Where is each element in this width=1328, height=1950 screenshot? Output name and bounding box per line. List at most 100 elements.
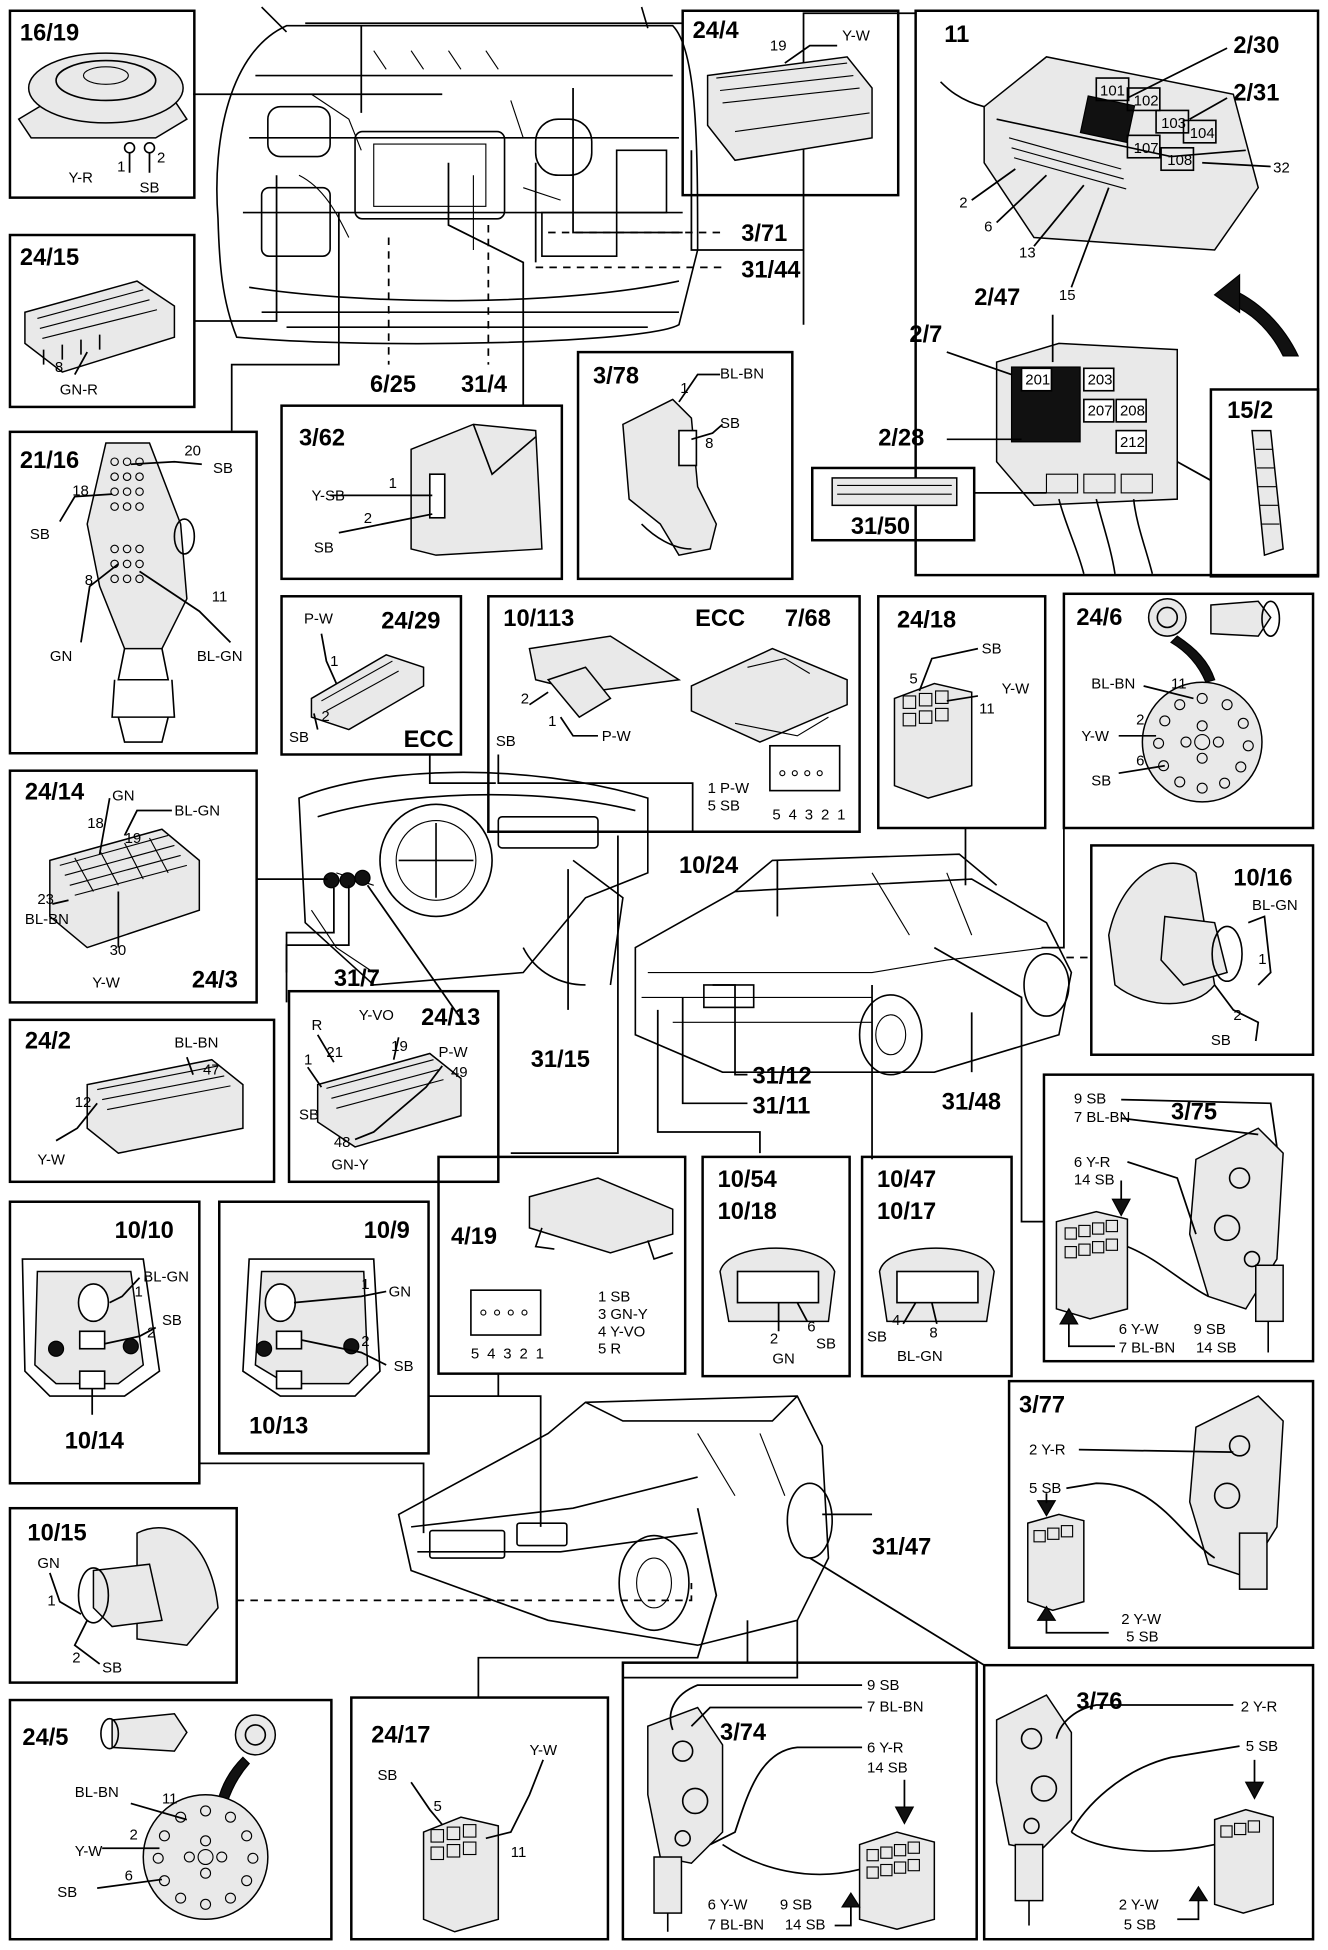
relay-label: 102: [1134, 92, 1159, 109]
callout-line: 9 SB: [1074, 1090, 1106, 1107]
callout-line: 2 Y-R: [1029, 1442, 1066, 1459]
wire-label: SB: [102, 1660, 122, 1677]
box-title: 16/19: [20, 21, 79, 47]
box-10-9: 10/9 10/13 1 GN 2 SB: [218, 1200, 430, 1455]
legend-line: 5 SB: [708, 798, 740, 815]
box-title: 10/113: [503, 606, 574, 632]
pin-number: 1: [837, 806, 845, 823]
ecc-tag: ECC: [404, 727, 454, 753]
pin-number: 3: [805, 806, 813, 823]
wire-label: SB: [720, 415, 740, 432]
ref-3-71: 3/71: [741, 221, 787, 247]
wire-label: BL-BN: [25, 911, 69, 928]
pin-label: 1: [117, 158, 125, 175]
pin-number: 5: [772, 806, 780, 823]
box-title-10-13: 10/13: [249, 1413, 308, 1439]
pin-label: 12: [75, 1094, 92, 1111]
box-title: 24/29: [381, 609, 440, 635]
wire-label: BL-BN: [75, 1784, 119, 1801]
wire-label: BL-GN: [174, 803, 220, 820]
pin-label: 1: [47, 1592, 55, 1609]
box-24-2: 24/2 BL-BN 47 12 Y-W: [8, 1018, 276, 1184]
wire-label: SB: [496, 733, 516, 750]
pin-label: 5: [434, 1798, 442, 1815]
pin-label: 8: [85, 572, 93, 589]
pin-label: 11: [979, 700, 995, 717]
pin-number: 4: [487, 1346, 495, 1363]
wire-label: GN: [37, 1555, 59, 1572]
ref-2-28: 2/28: [878, 426, 924, 452]
callout-line: 5 SB: [1124, 1916, 1156, 1933]
pin-label: 11: [511, 1844, 527, 1861]
box-24-4: 24/4 19 Y-W: [681, 9, 900, 197]
box-title: 4/19: [451, 1224, 497, 1250]
callout-line: 14 SB: [785, 1916, 826, 1933]
wire-label: Y-W: [1081, 728, 1110, 745]
pin-label: 2: [364, 510, 372, 527]
ref-31-12: 31/12: [752, 1063, 811, 1089]
pin-label: 47: [203, 1062, 220, 1079]
pin-number: 2: [821, 806, 829, 823]
pin-label: 2: [361, 1333, 369, 1350]
wire-label: Y-W: [842, 28, 871, 45]
wire-label: SB: [140, 180, 160, 197]
dashboard-illustration: [298, 771, 649, 986]
box-title-7-68: 7/68: [785, 606, 831, 632]
pin-label: 48: [334, 1134, 351, 1151]
ref-15-2: 15/2: [1227, 398, 1273, 424]
box-title: 24/13: [421, 1005, 480, 1031]
pin-label: 6: [1136, 753, 1144, 770]
pin-label: 2: [72, 1650, 80, 1667]
pin-label: 30: [110, 942, 127, 959]
box-3-75: 3/75 9 SB 7 BL-BN 6 Y-R 14 SB 6 Y-W 9 SB…: [1042, 1073, 1315, 1363]
pin-label: 19: [770, 38, 787, 55]
box-title: 24/18: [897, 607, 956, 633]
ref-2-47: 2/47: [974, 285, 1020, 311]
legend-line: 3 GN-Y: [598, 1306, 648, 1323]
wire-label: SB: [289, 729, 309, 746]
box-24-6: 24/6 BL-BN 11 2 Y-W 6 SB: [1062, 592, 1315, 830]
box-title-10-18: 10/18: [718, 1199, 777, 1225]
car-front-illustration: [397, 1395, 833, 1647]
wire-label: BL-GN: [1252, 897, 1298, 914]
legend-line: 1 P-W: [708, 780, 750, 797]
box-3-74: 3/74 9 SB 7 BL-BN 6 Y-R 14 SB 6 Y-W 9 SB…: [621, 1661, 978, 1941]
wire-label: P-W: [602, 728, 632, 745]
callout-line: 14 SB: [1074, 1171, 1115, 1188]
ref-31-7: 31/7: [334, 966, 380, 992]
box-title: 10/54: [718, 1167, 778, 1193]
box-title: 3/75: [1171, 1100, 1217, 1126]
ref-2-30: 2/30: [1233, 33, 1279, 59]
wire-label: SB: [867, 1328, 887, 1345]
box-title: 10/47: [877, 1167, 936, 1193]
box-title: 3/77: [1019, 1392, 1065, 1418]
box-10-47: 10/47 10/17 4 8 SB BL-GN: [860, 1155, 1013, 1378]
box-title: 24/15: [20, 245, 79, 271]
box-title: 11: [944, 22, 969, 48]
pin-label: 21: [326, 1044, 343, 1061]
box-title-10-14: 10/14: [65, 1428, 125, 1454]
box-3-76: 3/76 2 Y-R 5 SB 2 Y-W 5 SB: [982, 1663, 1315, 1941]
wire-label: GN: [112, 788, 134, 805]
relay-label: 201: [1025, 372, 1050, 389]
pin-label: 1: [548, 713, 556, 730]
wire-label: SB: [213, 460, 233, 477]
callout-line: 7 BL-BN: [1119, 1339, 1175, 1356]
relay-label: 212: [1120, 434, 1145, 451]
box-24-17: 24/17 SB 5 Y-W 11: [350, 1696, 610, 1941]
box-title: 24/5: [22, 1725, 68, 1751]
pin-label: 2: [130, 1827, 138, 1844]
wire-label: Y-VO: [359, 1007, 394, 1024]
pin-label: 1: [680, 380, 688, 397]
fuse-label: 15: [1059, 287, 1076, 304]
ref-31-44: 31/44: [741, 257, 801, 283]
pin-number: 1: [536, 1346, 544, 1363]
ref-31-48: 31/48: [942, 1090, 1001, 1116]
ref-31-11: 31/11: [752, 1093, 810, 1119]
wire-label: GN: [772, 1351, 794, 1368]
fuse-label: 13: [1019, 244, 1036, 261]
wire-label: SB: [299, 1107, 319, 1124]
legend-line: 4 Y-VO: [598, 1323, 645, 1340]
box-title: 24/14: [25, 779, 85, 805]
